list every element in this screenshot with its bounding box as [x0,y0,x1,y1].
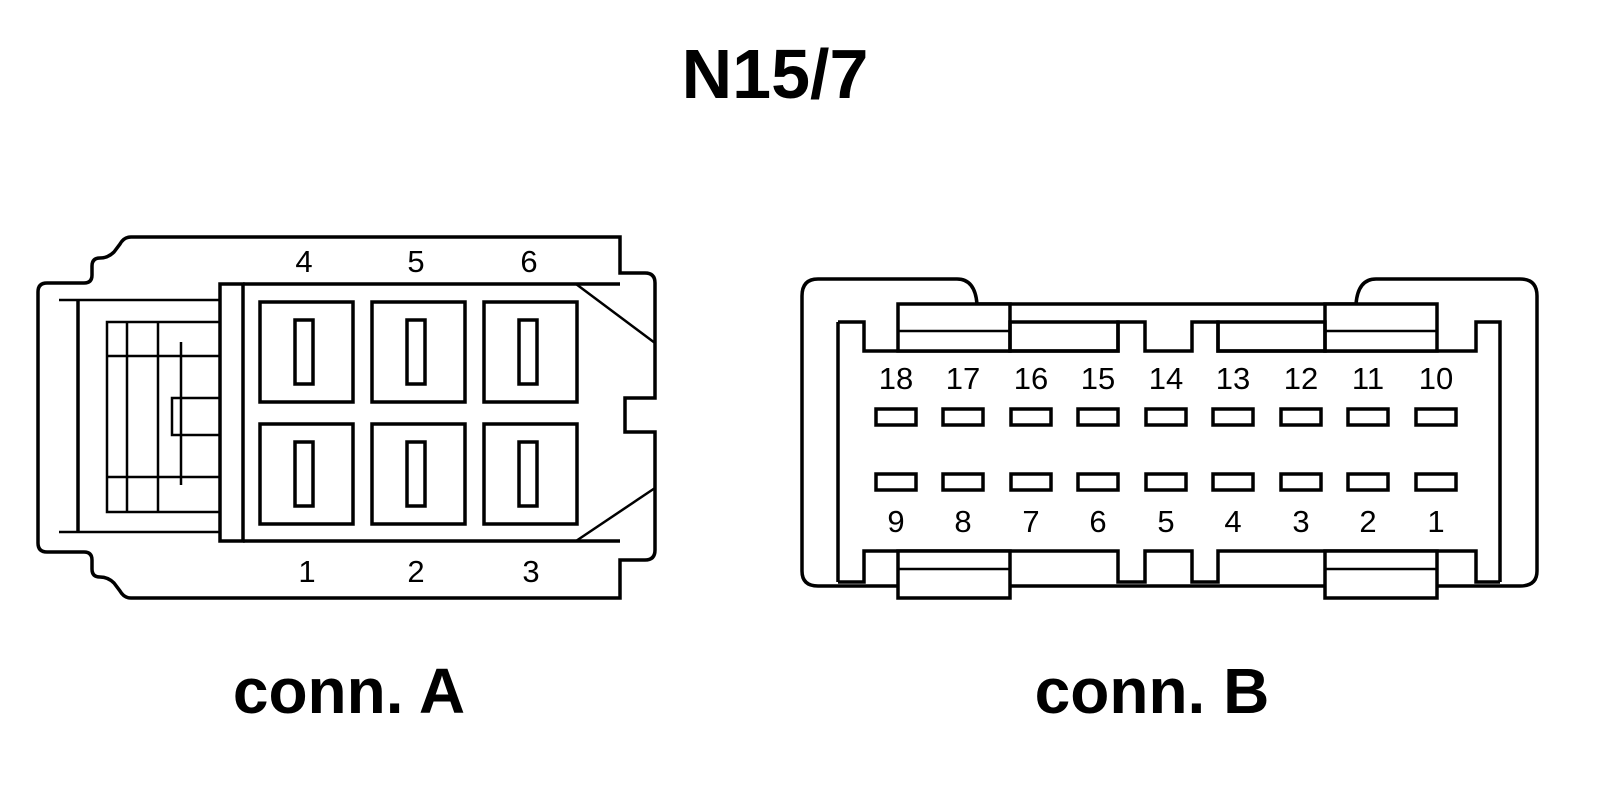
pin-label-b18: 18 [879,361,913,396]
pin-label-b14: 14 [1149,361,1183,396]
pin-label-b7: 7 [1022,504,1039,539]
connector-b: 18 17 16 15 14 13 12 11 10 9 8 7 6 5 4 3… [800,277,1539,727]
pin-label-b17: 17 [946,361,980,396]
pin-label-b1: 1 [1427,504,1444,539]
pin-label-a2: 2 [407,554,424,589]
pin-label-b6: 6 [1089,504,1106,539]
pin-label-a6: 6 [520,244,537,279]
pin-label-b15: 15 [1081,361,1115,396]
pin-label-b8: 8 [954,504,971,539]
pin-label-b11: 11 [1352,361,1384,396]
pin-label-a5: 5 [407,244,424,279]
pin-label-b3: 3 [1292,504,1309,539]
connector-a-housing [36,235,657,600]
diagram-title: N15/7 [682,35,869,113]
connector-b-label: conn. B [1035,655,1270,727]
pin-label-b16: 16 [1014,361,1048,396]
pin-label-a1: 1 [298,554,315,589]
pin-label-b4: 4 [1224,504,1241,539]
connector-a: 4 5 6 1 2 3 conn. A [36,235,657,727]
pin-label-b13: 13 [1216,361,1250,396]
pin-label-a3: 3 [522,554,539,589]
pin-label-b9: 9 [887,504,904,539]
pin-label-a4: 4 [295,244,312,279]
pin-label-b5: 5 [1157,504,1174,539]
pin-label-b2: 2 [1359,504,1376,539]
pin-label-b10: 10 [1419,361,1453,396]
connector-a-label: conn. A [233,655,465,727]
pin-label-b12: 12 [1284,361,1318,396]
